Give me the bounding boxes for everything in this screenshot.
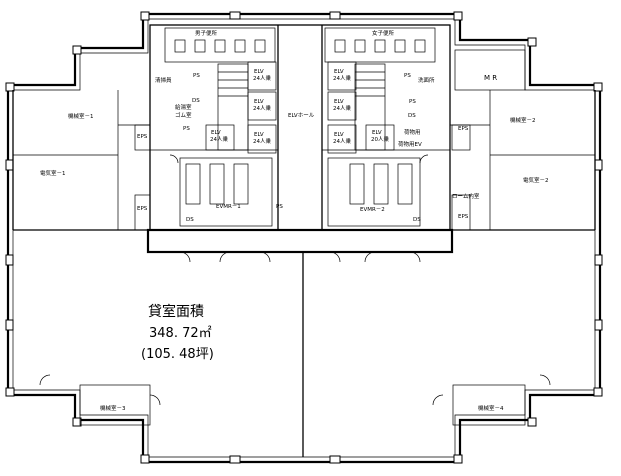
label-male-wc: 男子便所	[195, 29, 218, 37]
label-ds-4: DS	[413, 217, 421, 223]
label-machine-room-2: 機械室－2	[510, 116, 536, 124]
label-baggage: 荷物用	[404, 128, 421, 136]
label-elv-2: ELV	[254, 99, 264, 105]
label-elv-8: ELV	[372, 130, 382, 136]
label-room-small: ゴム室	[175, 111, 192, 119]
label-baggage-ev: 荷物用EV	[398, 140, 422, 148]
leased-area-walls	[79, 252, 526, 457]
label-elv-7-cap: 24人乗	[333, 138, 351, 145]
label-elv-8-cap: 20人乗	[371, 136, 389, 143]
label-loan-closet: ローム内室	[452, 192, 480, 200]
label-ps-4: PS	[409, 99, 416, 105]
label-eps-1: EPS	[137, 134, 148, 140]
label-eps-2: EPS	[137, 206, 148, 212]
label-elv-2-cap: 24人乗	[253, 105, 271, 112]
label-elv-6-cap: 24人乗	[333, 105, 351, 112]
label-ps-5: PS	[183, 126, 190, 132]
side-rooms	[12, 49, 596, 231]
leased-area-sqm: 348. 72㎡	[149, 326, 212, 341]
label-mr: M R	[484, 74, 497, 82]
outer-walls	[6, 12, 602, 464]
label-washroom: 洗面所	[418, 76, 435, 84]
label-ds-2: DS	[408, 113, 416, 119]
label-electrical-room-1: 電気室－1	[40, 169, 66, 177]
label-elv-3-cap: 24人乗	[253, 138, 271, 145]
label-elv-4: ELV	[211, 130, 221, 136]
label-water-room: 給湯室	[175, 103, 192, 111]
label-ps-1: PS	[193, 73, 200, 79]
label-elv-hall: ELVホール	[288, 112, 315, 119]
doors	[39, 154, 551, 406]
label-elv-5: ELV	[334, 69, 344, 75]
label-elv-1: ELV	[254, 69, 264, 75]
label-elv-6: ELV	[334, 99, 344, 105]
label-evmr-2: EVMR－2	[360, 207, 385, 213]
label-evmr-1: EVMR－1	[216, 204, 241, 210]
leased-area-info: 貸室面積 348. 72㎡ (105. 48坪)	[141, 303, 214, 362]
label-ds-1: DS	[192, 98, 200, 104]
label-elv-5-cap: 24人乗	[333, 75, 351, 82]
core-walls	[146, 24, 454, 254]
label-elv-3: ELV	[254, 132, 264, 138]
label-elv-4-cap: 24人乗	[210, 136, 228, 143]
label-machine-room-3: 機械室－3	[100, 404, 126, 412]
label-elv-1-cap: 24人乗	[253, 75, 271, 82]
label-machine-room-4: 機械室－4	[478, 404, 504, 412]
elevator-shafts	[205, 61, 395, 154]
leased-area-label: 貸室面積	[148, 303, 204, 320]
label-eps-4: EPS	[458, 214, 469, 220]
label-ps-2: PS	[404, 73, 411, 79]
perimeter-columns	[5, 11, 603, 464]
label-elv-7: ELV	[334, 132, 344, 138]
leased-area-tsubo: (105. 48坪)	[141, 347, 214, 362]
label-ds-3: DS	[186, 217, 194, 223]
room-labels: 機械室－1 機械室－2 機械室－3 機械室－4 電気室－1 電気室－2 M R …	[40, 29, 549, 412]
restroom-fixtures	[164, 27, 436, 151]
label-electrical-room-2: 電気室－2	[523, 176, 549, 184]
label-female-wc: 女子便所	[372, 29, 395, 37]
label-eps-3: EPS	[458, 126, 469, 132]
label-cleaning: 清掃員	[155, 76, 172, 84]
label-machine-room-1: 機械室－1	[68, 112, 94, 120]
label-ps-3: PS	[276, 204, 283, 210]
